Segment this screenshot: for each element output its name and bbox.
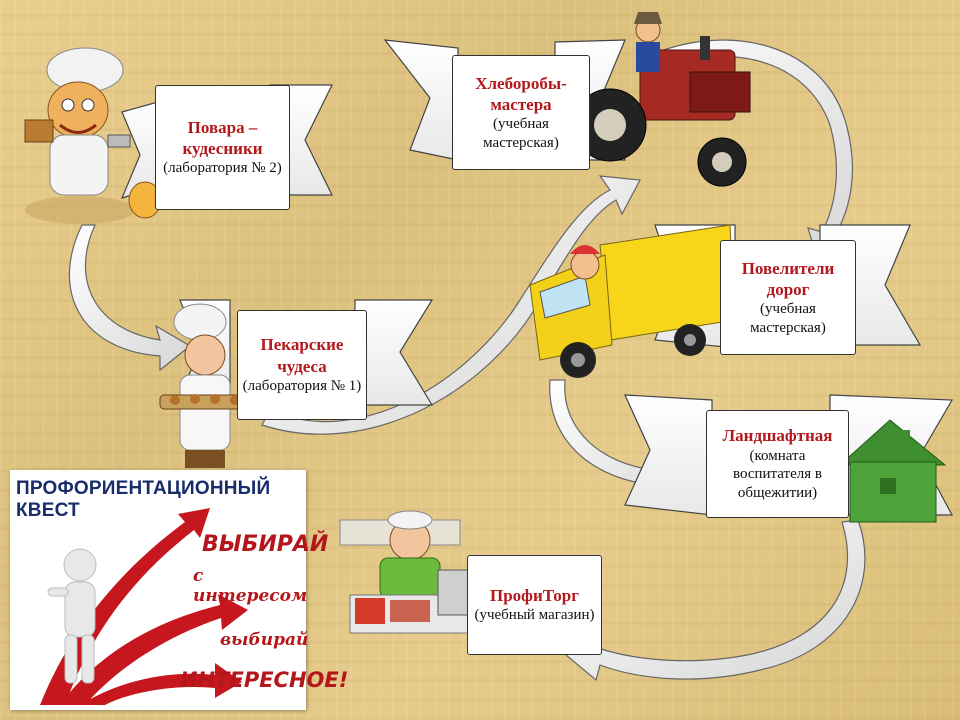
node-landshaft: Ландшафтная (комната воспитателя в общеж… [706,410,849,518]
arrow-povara-pekar [68,224,192,372]
node-title: Ландшафтная [722,426,833,446]
node-title: Повелители дорог [741,258,835,299]
baker-illustration [159,303,261,468]
seller-illustration [339,510,481,634]
node-subtitle: (лаборатория № 1) [242,377,362,394]
node-title: Пекарские чудеса [260,335,344,376]
node-subtitle: (учебная мастерская) [750,301,826,336]
node-povara: Повара – кудесники (лаборатория № 2) [155,85,290,210]
red-arrow-mid [60,594,248,705]
node-title: ПрофиТорг [490,586,579,605]
node-pekar: Пекарские чудеса (лаборатория № 1) [237,310,367,420]
banner-title-line1: ПРОФОРИЕНТАЦИОННЫЙ [16,478,271,499]
banner-title-line2: КВЕСТ [16,500,80,521]
banner-slogan-4: ИНТЕРЕСНОЕ! [180,668,349,692]
house-illustration [838,419,947,523]
quest-banner: ПРОФОРИЕНТАЦИОННЫЙ КВЕСТ ВЫБИРАЙ с интер… [10,470,348,710]
node-title: Повара – кудесники [182,117,263,159]
node-subtitle: (комната воспитателя в общежитии) [732,447,822,502]
node-subtitle: (учебная мастерская) [483,116,559,151]
node-profitorg: ПрофиТорг (учебный магазин) [467,555,602,655]
cook-illustration [24,47,162,224]
node-subtitle: (учебный магазин) [474,607,595,624]
red-arrow-low [80,663,242,705]
banner-slogan-2: с интересом [193,566,308,606]
banner-slogan-1: ВЫБИРАЙ [202,532,329,557]
banner-art [40,508,248,705]
node-title: Хлеборобы-мастера [475,73,567,114]
node-subtitle: (лаборатория № 2) [163,160,282,177]
node-khleboroby: Хлеборобы-мастера (лаборатория № 2) (уче… [452,55,590,170]
arrow-landshaft-profitorg [558,519,866,682]
arrow-pekar-khleboroby [261,175,641,435]
banner-slogan-3: выбирай [220,630,309,650]
truck-illustration [529,224,736,378]
tractor-illustration [573,12,751,187]
node-povelitel: Повелители дорог (учебная мастерская) [720,240,856,355]
